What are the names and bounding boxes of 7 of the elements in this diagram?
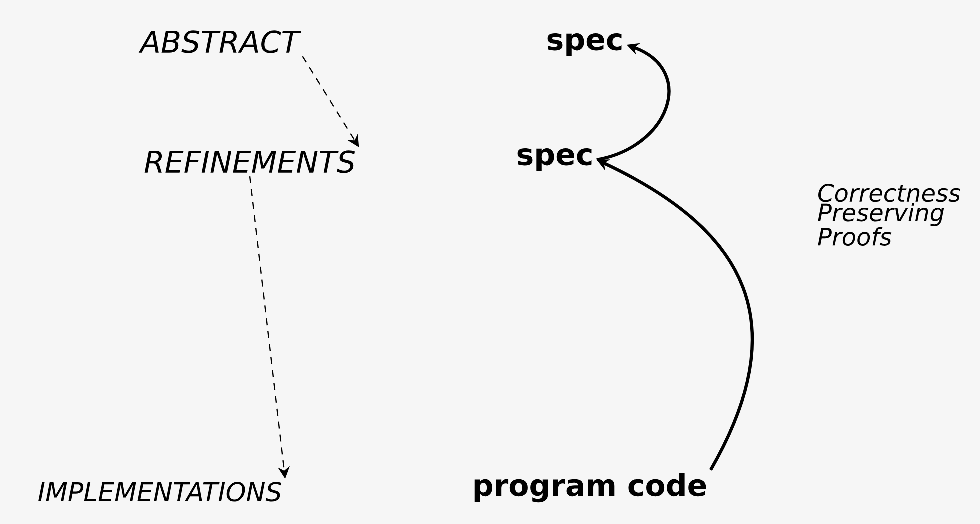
note-text: Correctness Preserving Proofs bbox=[818, 184, 960, 246]
code-text: program code bbox=[474, 473, 706, 503]
heading-text: IMPLEMENTATIONS bbox=[38, 482, 282, 502]
spec-text: spec bbox=[518, 148, 592, 172]
heading-text: REFINEMENTS bbox=[144, 150, 356, 174]
heading-text: ABSTRACT bbox=[138, 30, 302, 54]
spec-text: spec bbox=[548, 33, 622, 57]
